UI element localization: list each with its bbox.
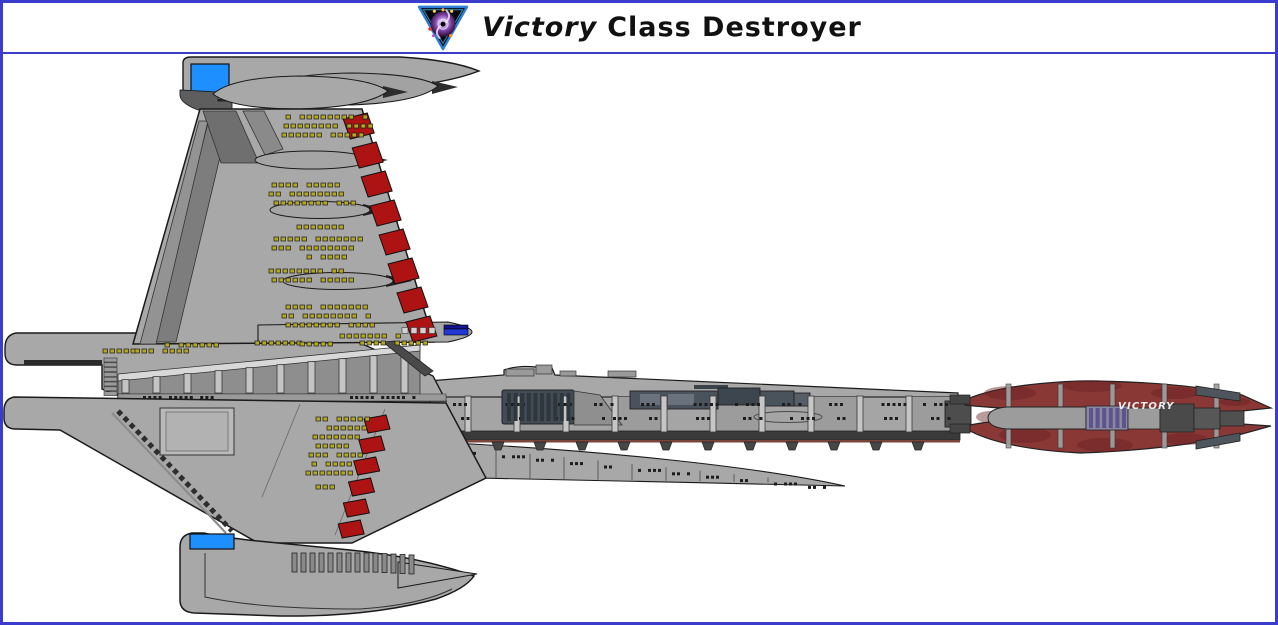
windows-layer [102,114,436,490]
ship-illustration: VICTORY [3,56,1274,617]
lower-wing [3,396,488,544]
lower-nacelle [179,532,478,617]
nacelle-name-label: VICTORY [1118,401,1175,412]
upper-bussard-intake [190,63,230,95]
ship-canvas: VICTORY [3,54,1275,622]
aft-nacelle: VICTORY [949,380,1274,454]
lower-bussard-intake [189,533,235,550]
boom [399,364,972,489]
lower-nacelle-grille [291,552,415,575]
nacelle-spike-ribs [1089,408,1126,428]
spar-blue-stripe [443,328,469,336]
logo-svg [417,5,469,50]
boom-detail [449,393,951,489]
midhull-detail [103,352,416,399]
page-title-class-name: Victory [482,12,598,43]
page-title: Victory Class Destroyer [482,12,862,43]
forward-hull [4,332,448,402]
header: Victory Class Destroyer [3,3,1275,54]
triangle-galaxy-logo-icon [416,4,470,52]
page-title-rest: Class Destroyer [607,12,862,43]
stripes-layer [337,112,438,539]
